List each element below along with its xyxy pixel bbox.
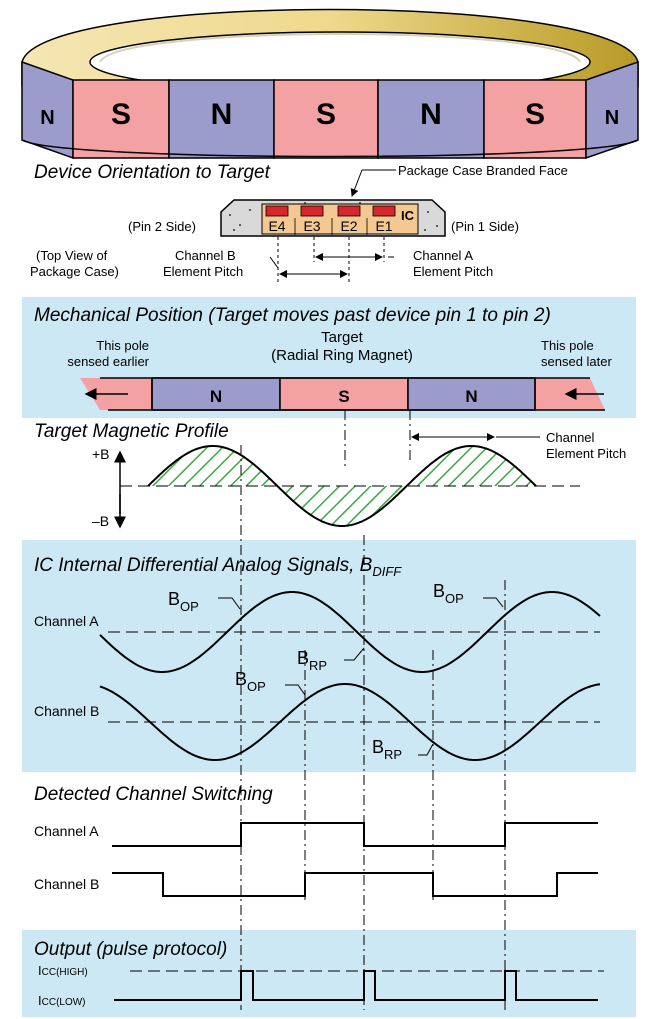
ring-pole-label: S [525, 98, 545, 131]
top-view-label-2: Package Case) [30, 264, 119, 279]
channel-a-analog-wave [99, 591, 601, 673]
icc-low-label: ICC(LOW) [38, 993, 86, 1008]
ic-label: IC [401, 208, 415, 223]
differential-title: IC Internal Differential Analog Signals,… [34, 555, 402, 579]
element-pad-e1 [372, 205, 396, 217]
cha-pitch-label-2: Element Pitch [413, 264, 493, 279]
target-label-2: (Radial Ring Magnet) [271, 347, 413, 364]
element-pad-e2 [337, 205, 361, 217]
ring-pole-label: N [420, 98, 442, 131]
brp-callout-b: BRP [372, 737, 434, 762]
svg-text:BRP: BRP [372, 737, 402, 762]
later-note-2: sensed later [541, 354, 612, 369]
svg-text:BOP: BOP [433, 581, 464, 606]
earlier-note-2: sensed earlier [67, 354, 149, 369]
profile-line [147, 445, 537, 527]
pin1-side-label: (Pin 1 Side) [451, 219, 519, 234]
diff-channel-a-label: Channel A [34, 613, 99, 629]
ring-pole-label: N [605, 107, 619, 129]
top-view-label-1: (Top View of [36, 248, 108, 263]
bop-callout-a1: BOP [168, 589, 241, 614]
switch-channel-b-label: Channel B [34, 876, 99, 892]
plus-b-label: +B [92, 446, 110, 462]
package-case: E4 E3 E2 E1 IC [220, 199, 446, 237]
channel-b-analog-wave [99, 683, 601, 761]
later-note-1: This pole [541, 338, 594, 353]
ring-pole-label: N [211, 98, 233, 131]
pitch-dimensions [269, 237, 394, 285]
output-title: Output (pulse protocol) [34, 939, 227, 960]
svg-text:BRP: BRP [297, 648, 327, 673]
chb-pitch-label-1: Channel B [175, 248, 236, 263]
differential-title-main: IC Internal Differential Analog Signals,… [34, 555, 373, 576]
pin2-side-label: (Pin 2 Side) [128, 219, 196, 234]
target-label-1: Target [321, 329, 364, 346]
magnetic-profile-curve [120, 445, 580, 527]
differential-title-sub: DIFF [372, 564, 402, 579]
svg-text:BOP: BOP [168, 589, 199, 614]
branded-face-label: Package Case Branded Face [398, 163, 568, 178]
mechanical-title: Mechanical Position (Target moves past d… [34, 305, 551, 326]
switching-title: Detected Channel Switching [34, 784, 273, 805]
output-panel [22, 930, 636, 1017]
target-pole-label: N [465, 387, 477, 406]
ring-pole-label: S [111, 98, 131, 131]
output-pulse-wave [114, 970, 598, 1001]
orientation-title: Device Orientation to Target [34, 162, 271, 183]
cha-pitch-label-1: Channel A [413, 248, 473, 263]
brp-callout-a: BRP [297, 647, 365, 673]
minus-b-label: –B [92, 513, 109, 529]
element-label-e1: E1 [375, 218, 392, 234]
hall-elements: E4 E3 E2 E1 [265, 205, 396, 235]
channel-b-square-wave [112, 872, 598, 897]
switch-channel-a-label: Channel A [34, 823, 99, 839]
element-label-e2: E2 [340, 218, 357, 234]
profile-title: Target Magnetic Profile [34, 421, 229, 442]
element-pad-e4 [265, 205, 289, 217]
icc-high-label: ICC(HIGH) [38, 963, 88, 978]
ring-pole-label: S [316, 98, 336, 131]
target-segment-s [279, 377, 409, 411]
channel-a-square-wave [112, 822, 598, 847]
element-label-e3: E3 [303, 218, 320, 234]
target-pole-label: N [210, 387, 222, 406]
channel-pitch-label-2: Element Pitch [546, 446, 626, 461]
target-segment-n [151, 377, 281, 411]
channel-pitch-label-1: Channel [546, 430, 595, 445]
target-pole-label: S [338, 387, 349, 406]
element-label-e4: E4 [268, 218, 285, 234]
element-pad-e3 [300, 205, 324, 217]
earlier-note-1: This pole [96, 338, 149, 353]
differential-curves [99, 591, 601, 761]
diff-channel-b-label: Channel B [34, 703, 99, 719]
ring-pole-label: N [40, 107, 54, 129]
alignment-guides [240, 410, 506, 1010]
bop-callout-a2: BOP [433, 581, 504, 608]
chb-pitch-label-2: Element Pitch [163, 264, 243, 279]
